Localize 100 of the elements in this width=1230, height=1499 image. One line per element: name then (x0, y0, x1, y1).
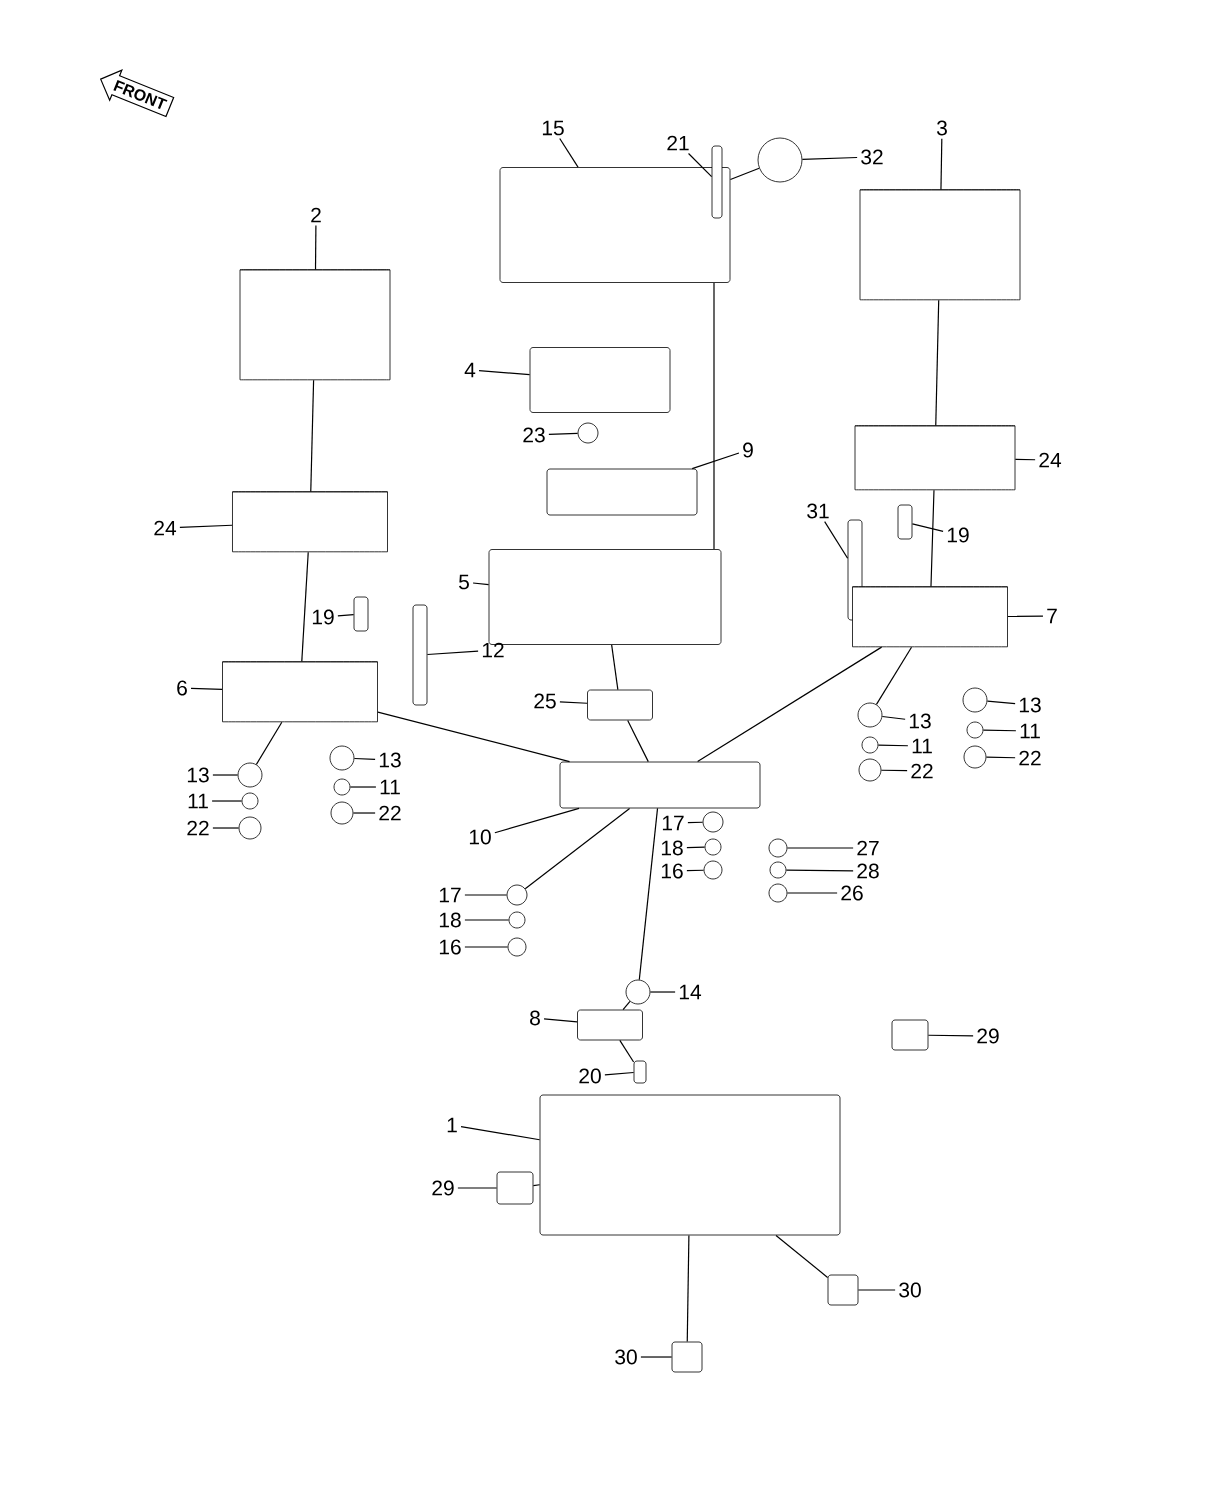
callout-number: 20 (579, 1068, 601, 1084)
callout-number: 7 (1047, 608, 1057, 624)
leader-line (640, 1356, 673, 1358)
assembly-line (622, 1000, 631, 1011)
spacer (671, 1341, 703, 1373)
callout-number: 29 (432, 1180, 454, 1196)
leader-line (179, 524, 233, 528)
washer (506, 884, 528, 906)
callout-number: 24 (154, 520, 177, 536)
callout-number: 26 (841, 885, 863, 901)
leader-line (211, 800, 243, 802)
assembly-line (255, 721, 283, 765)
instrument-cover (499, 167, 731, 283)
wiring-harness (546, 468, 698, 516)
leader-line (857, 1289, 896, 1291)
bulb (577, 422, 599, 444)
mounting-bracket (539, 1094, 841, 1236)
callout-number: 11 (912, 738, 932, 754)
callout-number: 13 (909, 713, 931, 729)
callout-number: 18 (439, 912, 461, 928)
callout-number: 8 (530, 1010, 540, 1026)
nut (858, 758, 882, 782)
callout-number: 13 (1019, 697, 1041, 713)
callout-number: 12 (482, 642, 504, 658)
callout-number: 13 (187, 767, 209, 783)
leader-line (494, 807, 580, 834)
callout-number: 32 (861, 149, 883, 165)
wire (412, 604, 428, 706)
nut (962, 687, 988, 713)
assembly-line (524, 807, 631, 890)
leader-line (464, 894, 508, 896)
gauge (239, 269, 391, 381)
nut (329, 745, 355, 771)
leader-line (548, 432, 579, 436)
leader-line (337, 614, 355, 617)
leader-line (880, 769, 908, 772)
assembly-line (713, 282, 715, 550)
cup (222, 661, 378, 723)
leader-line (464, 919, 510, 921)
leader-line (426, 650, 479, 656)
leader-line (985, 756, 1016, 759)
callout-number: 11 (188, 793, 208, 809)
assembly-line (532, 1184, 541, 1187)
callout-number: 19 (312, 609, 334, 625)
callout-number: 17 (662, 815, 684, 831)
leader-line (687, 821, 704, 824)
leader-line (352, 812, 376, 814)
leader-line (824, 521, 849, 559)
bolt (897, 504, 913, 540)
callout-number: 22 (1019, 750, 1041, 766)
plate (587, 689, 653, 721)
callout-number: 14 (679, 984, 702, 1000)
screw (711, 145, 723, 219)
nut (963, 745, 987, 769)
leader-line (604, 1071, 635, 1076)
callout-number: 22 (187, 820, 209, 836)
nut (507, 937, 527, 957)
callout-number: 11 (380, 779, 400, 795)
assembly-line (619, 1039, 635, 1063)
assembly-line (301, 551, 309, 662)
leader-line (460, 1125, 541, 1141)
clamp (891, 1019, 929, 1051)
washer (241, 792, 259, 810)
assembly-line (775, 1234, 829, 1279)
nut (330, 801, 354, 825)
screw (633, 1060, 647, 1084)
leader-line (877, 744, 909, 747)
leader-line (687, 152, 713, 178)
leader-line (464, 946, 509, 948)
leader-line (472, 582, 490, 586)
assembly-line (611, 644, 619, 691)
leader-line (314, 224, 317, 270)
clamp (496, 1171, 534, 1205)
washer (702, 811, 724, 833)
callout-number: 18 (661, 840, 683, 856)
leader-line (785, 869, 854, 872)
assembly-line (638, 807, 659, 981)
leader-line (881, 715, 906, 720)
callout-number: 30 (899, 1282, 921, 1298)
leader-line (1007, 615, 1044, 617)
nut (768, 883, 788, 903)
callout-number: 11 (1020, 723, 1040, 739)
ring (232, 491, 388, 553)
callout-number: 2 (311, 207, 321, 223)
callout-number: 5 (459, 574, 469, 590)
washer (508, 911, 526, 929)
bolt (353, 596, 369, 632)
callout-number: 30 (615, 1349, 637, 1365)
callout-number: 16 (439, 939, 461, 955)
leader-line (559, 701, 588, 704)
washer (704, 838, 722, 856)
cup (852, 586, 1008, 648)
leader-line (691, 452, 740, 470)
callout-number: 17 (439, 887, 461, 903)
nut (238, 816, 262, 840)
leader-line (649, 991, 676, 993)
callout-number: 6 (177, 680, 187, 696)
leader-line (190, 687, 223, 690)
assembly-line (930, 489, 935, 587)
leader-line (927, 1034, 974, 1037)
